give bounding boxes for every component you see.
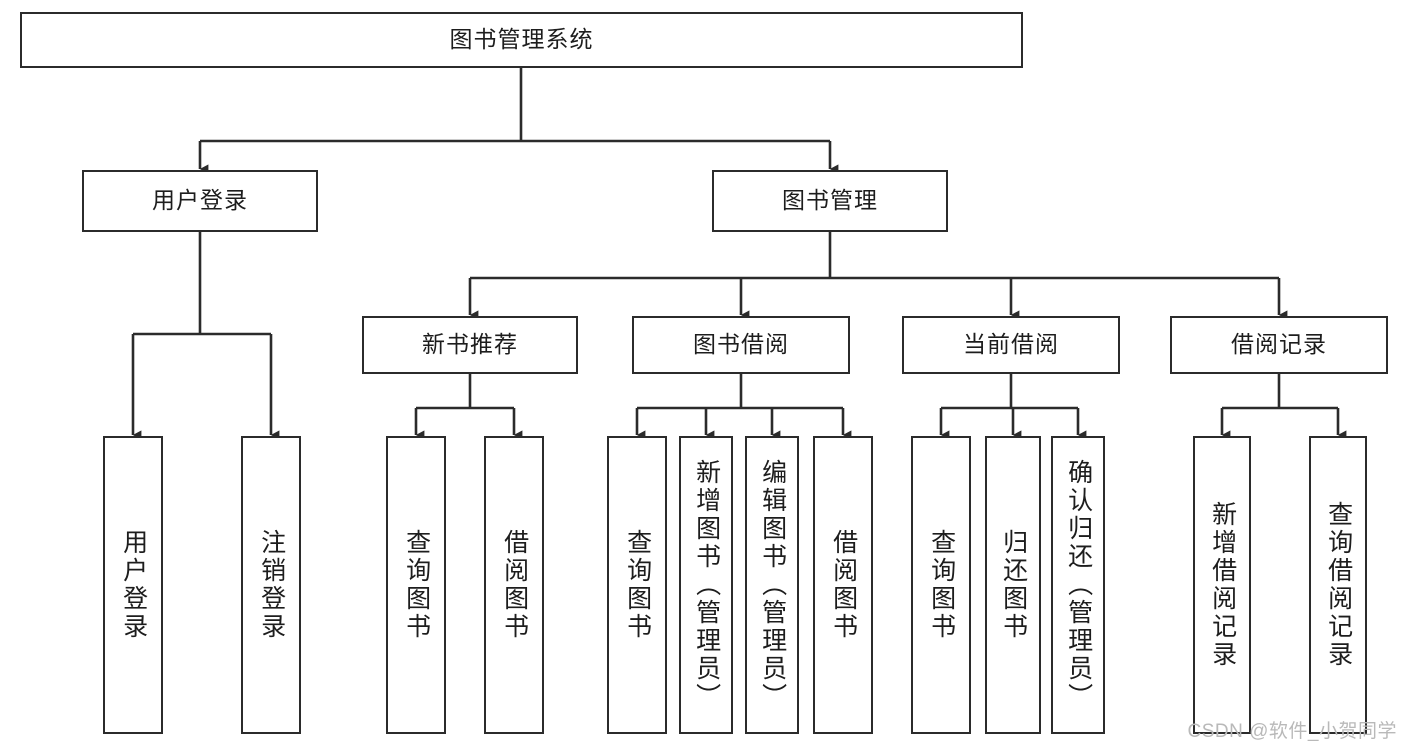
node-new-book-recommend[interactable]: 新书推荐 [362, 316, 578, 374]
node-leaf-confirm-return-admin[interactable]: 确认归还（管理员） [1051, 436, 1105, 734]
node-leaf-edit-book-admin[interactable]: 编辑图书（管理员） [745, 436, 799, 734]
node-leaf-add-book-admin[interactable]: 新增图书（管理员） [679, 436, 733, 734]
node-leaf-query-borrow-record[interactable]: 查询借阅记录 [1309, 436, 1367, 734]
node-leaf-return-book[interactable]: 归还图书 [985, 436, 1041, 734]
node-leaf-query-book-borrow[interactable]: 查询图书 [607, 436, 667, 734]
node-label-leaf-add-book-admin: 新增图书（管理员） [692, 459, 721, 711]
node-label-book-borrow: 图书借阅 [693, 331, 789, 358]
node-label-leaf-borrow-book-recommend: 借阅图书 [500, 529, 529, 641]
node-leaf-add-borrow-record[interactable]: 新增借阅记录 [1193, 436, 1251, 734]
node-label-current-borrow: 当前借阅 [963, 331, 1059, 358]
node-label-new-book-recommend: 新书推荐 [422, 331, 518, 358]
node-label-leaf-edit-book-admin: 编辑图书（管理员） [758, 459, 787, 711]
connector-group [131, 68, 1347, 440]
node-label-leaf-borrow-book: 借阅图书 [829, 529, 858, 641]
node-label-root: 图书管理系统 [449, 26, 594, 53]
node-root[interactable]: 图书管理系统 [20, 12, 1023, 68]
node-label-leaf-query-borrow-record: 查询借阅记录 [1324, 501, 1353, 669]
node-label-leaf-return-book: 归还图书 [999, 529, 1028, 641]
node-leaf-user-logout[interactable]: 注销登录 [241, 436, 301, 734]
node-label-borrow-records: 借阅记录 [1231, 331, 1327, 358]
node-label-leaf-query-book-borrow: 查询图书 [623, 529, 652, 641]
node-label-leaf-user-logout: 注销登录 [257, 529, 286, 641]
node-book-management[interactable]: 图书管理 [712, 170, 948, 232]
node-leaf-borrow-book-recommend[interactable]: 借阅图书 [484, 436, 544, 734]
node-label-book-management: 图书管理 [782, 187, 878, 214]
node-label-leaf-user-login: 用户登录 [119, 529, 148, 641]
node-label-leaf-confirm-return-admin: 确认归还（管理员） [1064, 459, 1093, 711]
node-leaf-borrow-book[interactable]: 借阅图书 [813, 436, 873, 734]
node-label-leaf-query-book-recommend: 查询图书 [402, 529, 431, 641]
node-leaf-query-book-current[interactable]: 查询图书 [911, 436, 971, 734]
node-borrow-records[interactable]: 借阅记录 [1170, 316, 1388, 374]
node-current-borrow[interactable]: 当前借阅 [902, 316, 1120, 374]
node-book-borrow[interactable]: 图书借阅 [632, 316, 850, 374]
node-label-leaf-query-book-current: 查询图书 [927, 529, 956, 641]
node-label-user-login: 用户登录 [152, 187, 248, 214]
node-leaf-user-login[interactable]: 用户登录 [103, 436, 163, 734]
node-leaf-query-book-recommend[interactable]: 查询图书 [386, 436, 446, 734]
node-user-login[interactable]: 用户登录 [82, 170, 318, 232]
node-label-leaf-add-borrow-record: 新增借阅记录 [1208, 501, 1237, 669]
